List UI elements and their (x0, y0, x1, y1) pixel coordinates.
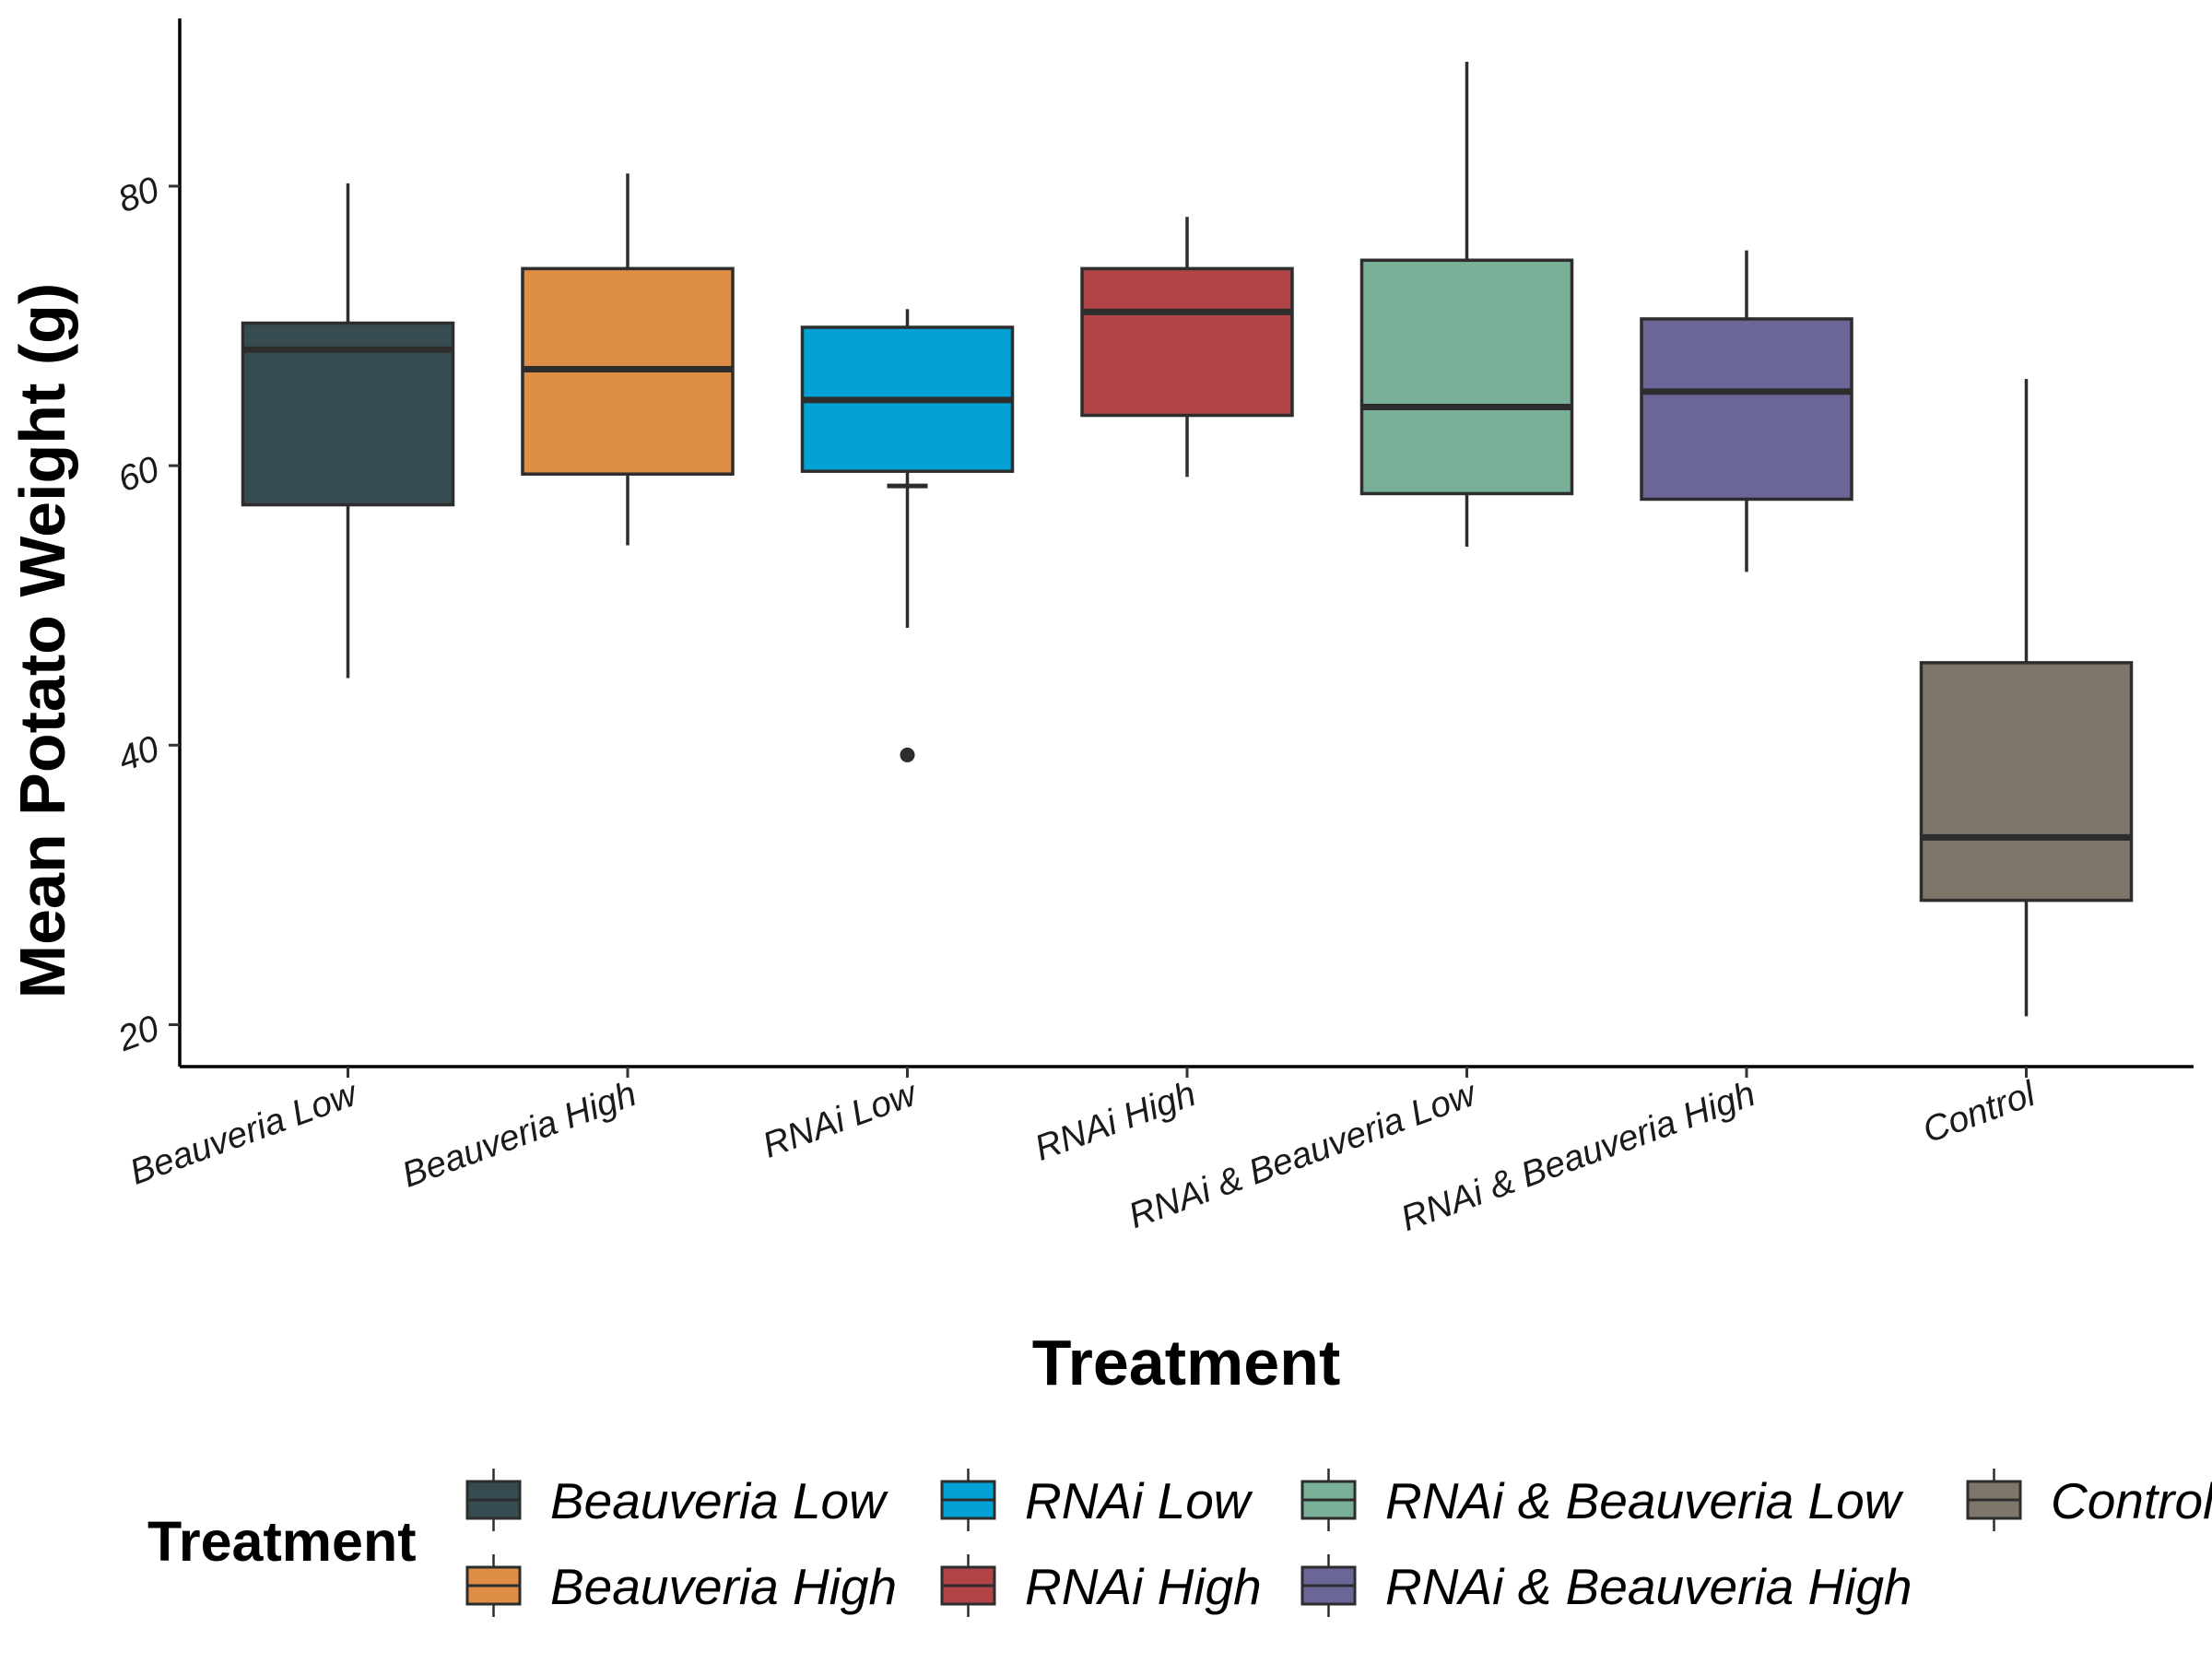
legend-item-rnai-high: RNAi High (940, 1554, 1262, 1617)
y-tick-label: 20 (112, 1008, 165, 1059)
legend-label: RNAi & Beauveria High (1385, 1558, 1912, 1615)
y-tick-label: 60 (113, 449, 165, 500)
x-tick-label: Beauveria High (397, 1074, 641, 1196)
legend-item-control: Control (1966, 1469, 2212, 1531)
box-rnai-high (1080, 217, 1294, 478)
legend-item-beauveria-high: Beauveria High (465, 1554, 897, 1617)
box-rnai-and-beauveria-low (1359, 61, 1574, 548)
iqr-box (1080, 266, 1294, 418)
legend-title: Treatment (147, 1510, 417, 1573)
legend-label: Beauveria High (550, 1558, 897, 1615)
iqr-box (1919, 661, 2134, 903)
legend-label: Control (2051, 1472, 2212, 1529)
box-beauveria-low (241, 183, 455, 679)
legend-label: RNAi High (1025, 1558, 1262, 1615)
x-tick-label: Control (1918, 1074, 2041, 1151)
axes-layer (178, 18, 2194, 1068)
y-tick-label: 80 (113, 170, 165, 220)
legend-item-rnai-low: RNAi Low (940, 1469, 1253, 1531)
boxes-layer (241, 61, 2134, 1017)
iqr-box (241, 321, 455, 507)
legend-label: RNAi Low (1025, 1472, 1253, 1529)
x-tick-label: RNAi High (1030, 1074, 1201, 1169)
box-rnai-low (800, 309, 1015, 762)
legend-item-rnai-and-beauveria-high: RNAi & Beauveria High (1300, 1554, 1912, 1617)
y-axis-title: Mean Potato Weight (g) (6, 283, 78, 998)
iqr-box (1640, 317, 1853, 502)
legend-label: Beauveria Low (550, 1472, 888, 1529)
box-beauveria-high (521, 173, 735, 546)
legend-label: RNAi & Beauveria Low (1385, 1472, 1904, 1529)
x-axis-title: Treatment (1032, 1327, 1341, 1398)
legend-item-beauveria-low: Beauveria Low (465, 1469, 888, 1531)
x-tick-label: Beauveria Low (124, 1073, 364, 1193)
box-control (1919, 379, 2134, 1017)
y-tick-label: 40 (113, 728, 165, 779)
legend-item-rnai-and-beauveria-low: RNAi & Beauveria Low (1300, 1469, 1904, 1531)
box-rnai-and-beauveria-high (1640, 250, 1853, 572)
x-tick-label: RNAi Low (758, 1073, 924, 1166)
outlier-point (900, 747, 915, 762)
iqr-box (1359, 258, 1574, 496)
